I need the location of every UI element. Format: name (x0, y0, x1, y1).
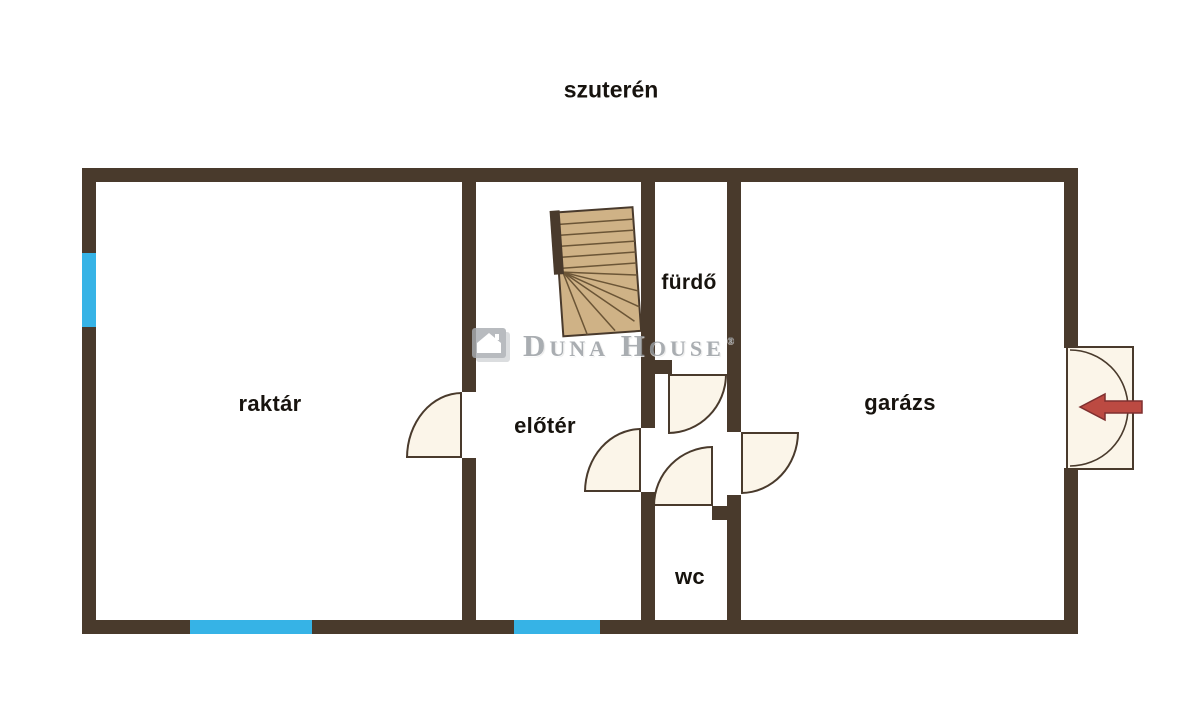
wall-furdo-floor (641, 360, 672, 374)
wall-eloter-lower (641, 492, 655, 620)
door-furdo (668, 374, 727, 434)
room-label-eloter: előtér (514, 413, 576, 438)
wall-garazs-lower (727, 495, 741, 620)
window-bottom-raktar (190, 620, 312, 634)
door-raktar (406, 392, 462, 458)
window-bottom-eloter (514, 620, 600, 634)
wall-outer-top (82, 168, 1078, 182)
room-label-raktar: raktár (238, 391, 302, 416)
wall-outer-right-lower (1064, 468, 1078, 634)
wall-wc-ceiling (712, 506, 741, 520)
entrance-arrow-icon (1078, 392, 1143, 422)
watermark-brand: Duna House® (523, 327, 739, 363)
door-wc (653, 446, 713, 506)
door-eloter (584, 428, 641, 492)
floor-title: szuterén (563, 76, 659, 103)
wall-raktar-lower (462, 458, 476, 620)
room-label-garazs: garázs (864, 390, 936, 415)
window-left (82, 253, 96, 327)
registered-mark: ® (726, 336, 739, 348)
stairs-stringer-wall (549, 210, 565, 275)
duna-house-logo-icon (470, 326, 512, 364)
wall-outer-left (82, 168, 96, 634)
watermark: Duna House® (470, 326, 738, 364)
room-label-wc: wc (675, 564, 705, 589)
room-label-furdo: fürdő (661, 271, 717, 294)
stairs (549, 206, 643, 338)
door-garazs (741, 432, 799, 494)
wall-outer-right-upper (1064, 168, 1078, 348)
wall-garazs-upper (727, 182, 741, 432)
